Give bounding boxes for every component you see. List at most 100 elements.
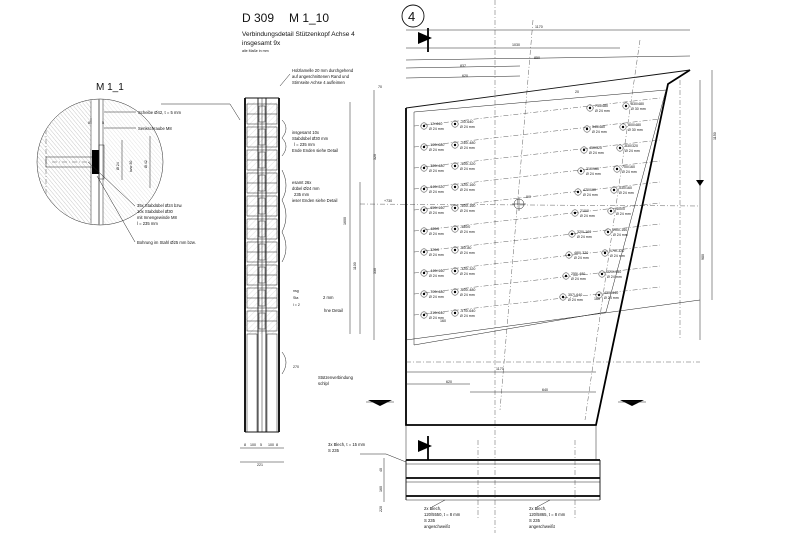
dowel-coord: 357/-640 xyxy=(568,293,582,297)
dowel-size: Ø 24 mm xyxy=(595,109,610,113)
dowel-coord: -320/-320 xyxy=(460,267,475,271)
section-block xyxy=(246,195,278,217)
section-block xyxy=(246,310,278,332)
dowel-coord: -640/-320 xyxy=(429,185,444,189)
frag-5: hne Detail xyxy=(324,308,343,313)
plate2-note: 2x Blech, xyxy=(424,506,441,511)
dowel-size: Ø 24 mm xyxy=(460,272,475,276)
dowel-size: Ø 24 mm xyxy=(429,148,444,152)
dowel-coord: -12/-640 xyxy=(429,122,442,126)
dowel-coord: -320/0 xyxy=(429,248,439,252)
dowel-coord: 310/160 xyxy=(586,167,599,171)
row-line xyxy=(413,202,661,232)
dowel: -480/0Ø 24 mm xyxy=(451,225,475,234)
dowel24-note-4: ieser Enden siehe Detail xyxy=(292,198,337,203)
lamella-note-3: Stirnseite Achse 4 aufleimen xyxy=(292,80,346,85)
title-block: D 309 M 1_10 Verbindungsdetail Stützenko… xyxy=(242,11,355,53)
dowel-coord: -650/-160 xyxy=(429,206,444,210)
dowel-coord: 430/-640 xyxy=(604,291,618,295)
center-label: 0/0 xyxy=(526,195,531,199)
dowel-size: Ø 24 mm xyxy=(586,172,601,176)
dim-bottom-160: 160 xyxy=(594,297,600,301)
dowel-coord: 830/480 xyxy=(631,102,644,106)
screw-note: Senkschraube M8 xyxy=(138,126,172,131)
dowel30-note-3: l = 235 mm xyxy=(294,142,315,147)
dowel-size: Ø 24 mm xyxy=(429,190,444,194)
dowel-size: Ø 24 mm xyxy=(592,130,607,134)
dim-right-1150: 1150 xyxy=(713,132,717,140)
row-line xyxy=(413,286,661,316)
dowel-coord: 480/-320 xyxy=(574,251,588,255)
dowel-size: Ø 24 mm xyxy=(625,149,640,153)
dim-d24: Ø 24 xyxy=(116,162,120,170)
drawing-number: D 309 xyxy=(242,11,274,25)
axis-marker-4: 4 xyxy=(401,4,425,28)
dowel-size: Ø 24 mm xyxy=(577,235,592,239)
plate1-grade: S 235 xyxy=(328,448,340,453)
dowel-size: Ø 24 mm xyxy=(460,146,475,150)
dowel-size: Ø 24 mm xyxy=(460,167,475,171)
dim-bottom-640: 640 xyxy=(542,388,548,392)
dowel-coord: 320/-480 xyxy=(607,270,621,274)
dowel-coord: -420/-160 xyxy=(460,183,475,187)
frag-1: nsg xyxy=(293,289,299,293)
plate3-weld: angeschweißt xyxy=(529,524,556,529)
dowel-coord: -700/-480 xyxy=(429,290,444,294)
dowel-note-2: 10x Stabdübel Ø30 xyxy=(137,209,174,214)
dowel-coord: 735/480 xyxy=(595,104,608,108)
plate3-grade: S 235 xyxy=(529,518,541,523)
dowel: 400/0Ø 24 mm xyxy=(607,207,631,216)
dim-len: bzw 30 xyxy=(129,161,133,172)
dim-top-1170: 1170 xyxy=(535,25,543,29)
dowel-size: Ø 24 mm xyxy=(583,193,598,197)
dowel-note-3: mit Innengewinde M8 xyxy=(137,215,177,220)
dowel-size: Ø 24 mm xyxy=(429,127,444,131)
units-note: alle Maße in mm xyxy=(242,49,269,53)
dim-left-320: 320 xyxy=(373,154,377,160)
plate-plan: 3x Blech, t = 15 mm S 235 2x Blech, 120/… xyxy=(328,426,601,529)
plate2-grade: S 235 xyxy=(424,518,436,523)
dowel-coord: 320/-160 xyxy=(577,230,591,234)
section-block xyxy=(246,218,278,240)
washer-note: Scheibe Ø42, t = 5 mm xyxy=(138,110,181,115)
dowel24-note-3: 235 mm xyxy=(294,192,310,197)
dowel-coord: -480/0 xyxy=(460,225,470,229)
dowel: -480/0Ø 24 mm xyxy=(420,227,444,236)
dowel-coord: -440/-160 xyxy=(429,269,444,273)
bore-note: Bohrung im Stahl Ø25 mm bzw. xyxy=(137,240,196,245)
dowel: -80/-80Ø 24 mm xyxy=(451,246,475,255)
section-block xyxy=(246,172,278,194)
dowel-coord: 830/320 xyxy=(625,144,638,148)
dowel-size: Ø 24 mm xyxy=(429,316,444,320)
drawing-title: Verbindungsdetail Stützenkopf Achse 4 xyxy=(242,31,355,38)
svg-text:270: 270 xyxy=(293,365,299,369)
dowel-coord: -210/-640 xyxy=(429,311,444,315)
section-block xyxy=(246,126,278,148)
section-block xyxy=(246,241,278,263)
dowel-coord: 450/320 xyxy=(589,146,602,150)
plan-dim-40: 40 xyxy=(379,468,383,472)
dim-left-70: 70 xyxy=(378,85,382,89)
dowel24-note-1: esamt 26x xyxy=(292,180,312,185)
dowel-coord: 800/480 xyxy=(628,123,641,127)
section-block xyxy=(246,103,278,125)
dowel-size: Ø 24 mm xyxy=(429,253,444,257)
dowel-coord: -400/-160 xyxy=(460,204,475,208)
dim-side-1100: 1100 xyxy=(353,262,357,270)
